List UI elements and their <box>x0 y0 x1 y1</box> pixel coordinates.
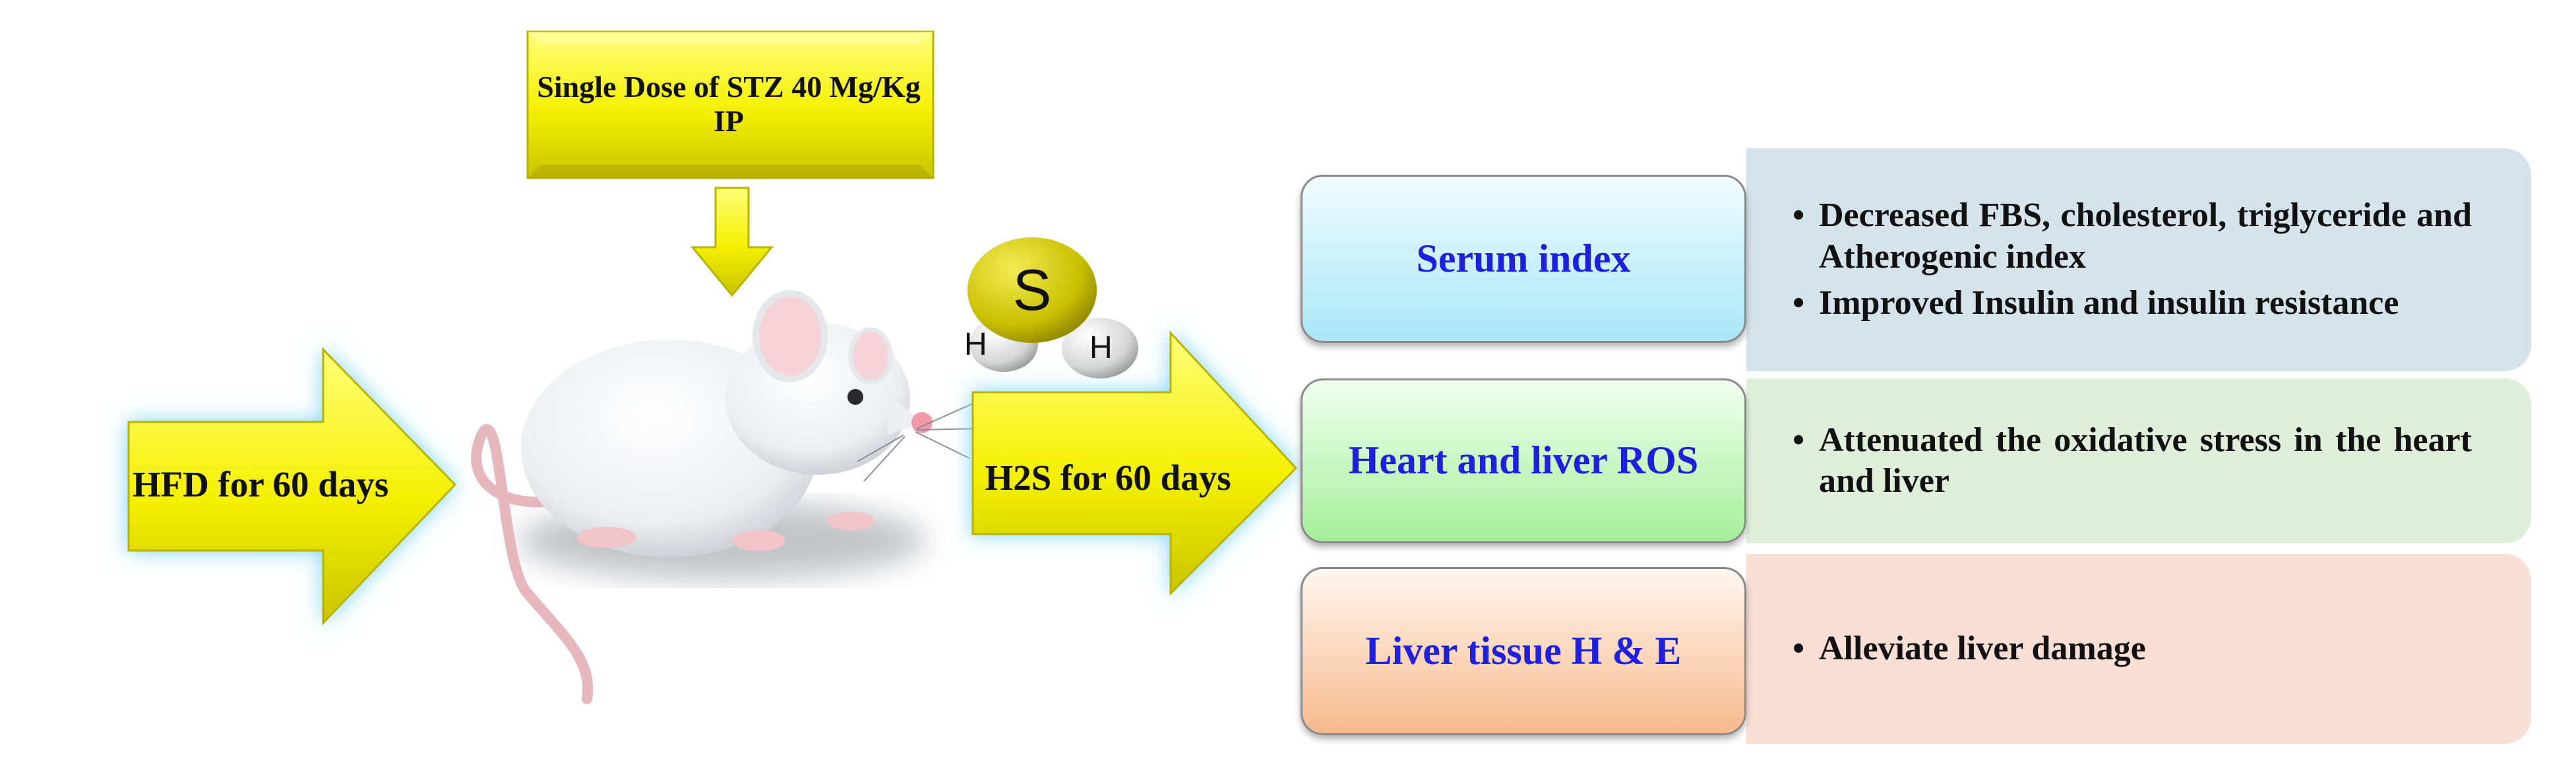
rat-illustration <box>471 290 980 704</box>
h2s-molecule <box>967 237 1138 378</box>
hfd-arrow <box>127 347 457 626</box>
stz-down-arrow <box>690 187 774 297</box>
sulfur-atom-label: S <box>1012 257 1052 322</box>
finding-text: Attenuated the oxidative stress in the h… <box>1819 421 2472 500</box>
hydrogen-atom-label: H <box>1089 330 1113 365</box>
stz-dose-label: Single Dose of STZ 40 Mg/Kg IP <box>537 69 921 138</box>
finding-text: Improved Insulin and insulin resistance <box>1819 284 2399 322</box>
hydrogen-atom-label: H <box>964 327 987 362</box>
heart-liver-ros-box: Heart and liver ROS <box>1301 378 1746 543</box>
list-item: • Decreased FBS, cholesterol, triglyceri… <box>1793 195 2472 278</box>
stz-dose-box <box>526 30 935 179</box>
list-item: • Alleviate liver damage <box>1793 628 2472 669</box>
bullet-icon: • <box>1793 629 1805 667</box>
h2s-arrow <box>971 330 1298 596</box>
hfd-label: HFD for 60 days <box>132 464 389 505</box>
list-item: • Improved Insulin and insulin resistanc… <box>1793 283 2472 324</box>
list-item: • Attenuated the oxidative stress in the… <box>1793 420 2472 502</box>
tissue-findings-panel: • Alleviate liver damage <box>1746 554 2531 744</box>
serum-findings-panel: • Decreased FBS, cholesterol, triglyceri… <box>1746 148 2531 371</box>
finding-text: Alleviate liver damage <box>1819 629 2146 667</box>
bullet-icon: • <box>1793 284 1805 322</box>
finding-text: Decreased FBS, cholesterol, triglyceride… <box>1819 196 2472 276</box>
liver-tissue-box: Liver tissue H & E <box>1301 567 1746 735</box>
bullet-icon: • <box>1793 196 1805 235</box>
h2s-label: H2S for 60 days <box>985 458 1231 498</box>
serum-index-box: Serum index <box>1301 175 1746 343</box>
bullet-icon: • <box>1793 421 1805 459</box>
ros-findings-panel: • Attenuated the oxidative stress in the… <box>1746 378 2531 543</box>
